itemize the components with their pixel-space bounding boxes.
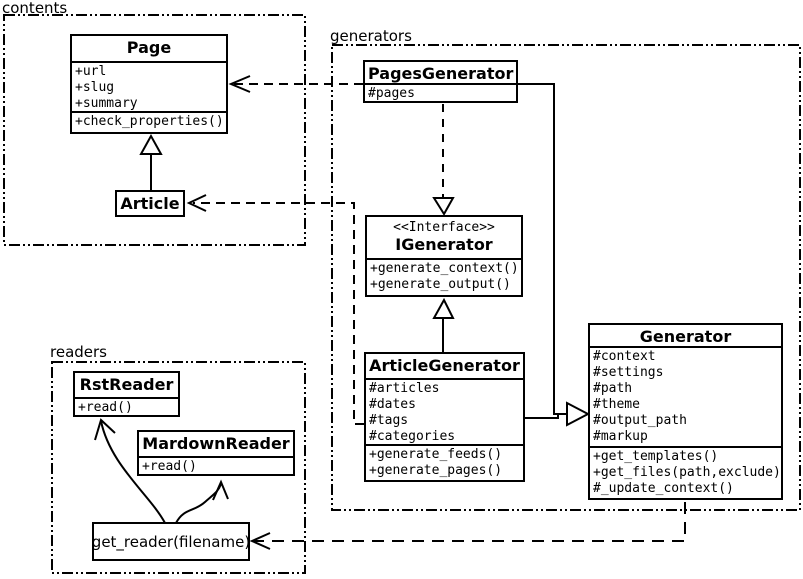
attribute-summary: +summary: [75, 96, 138, 111]
attribute-dates: #dates: [369, 397, 416, 412]
attribute-output-path: #output_path: [593, 413, 687, 428]
method-read-mardown: +read(): [142, 459, 197, 474]
attribute-articles: #articles: [369, 381, 440, 396]
method-generate-context: +generate_context(): [370, 261, 519, 276]
method-update-context: #_update_context(): [593, 481, 734, 496]
attribute-context: #context: [593, 349, 656, 364]
class-methods-generator: +get_templates() +get_files(path,exclude…: [590, 446, 781, 498]
class-title-rstreader: RstReader: [79, 375, 174, 394]
dependency-arrowhead-article: [186, 194, 207, 212]
attribute-slug: +slug: [75, 80, 115, 95]
generalization-triangle-generator-left: [566, 401, 591, 427]
class-box-articlegenerator: ArticleGenerator #articles #dates #tags …: [364, 352, 525, 482]
arrowhead-rstreader: [94, 418, 116, 441]
class-box-pagesgenerator: PagesGenerator #pages: [363, 60, 518, 103]
class-title-page: Page: [126, 38, 172, 57]
attribute-markup: #markup: [593, 429, 648, 444]
arrow-line-getreader-to-mardownreader: [175, 483, 222, 524]
class-title-articlegenerator: ArticleGenerator: [369, 356, 520, 375]
attribute-tags: #tags: [369, 413, 409, 428]
attribute-pages: #pages: [368, 86, 415, 101]
method-generate-pages: +generate_pages(): [369, 463, 503, 478]
class-attributes-pagesgenerator: #pages: [365, 83, 516, 101]
attribute-url: +url: [75, 64, 107, 79]
package-border-generators: [331, 44, 801, 511]
package-border-contents: [3, 14, 306, 246]
method-get-templates: +get_templates(): [593, 449, 719, 464]
class-attributes-articlegenerator: #articles #dates #tags #categories: [366, 378, 523, 444]
generalization-triangle-article-to-page: [139, 133, 163, 155]
attribute-settings: #settings: [593, 365, 664, 380]
class-title-igenerator: <<Interface>> IGenerator: [367, 217, 521, 258]
class-methods-page: +check_properties(): [72, 111, 226, 132]
attribute-theme: #theme: [593, 397, 640, 412]
dependency-arrowhead-page: [228, 75, 251, 93]
class-methods-mardownreader: +read(): [139, 456, 293, 474]
method-check-properties: +check_properties(): [75, 114, 224, 129]
class-stereotype-igenerator: <<Interface>>: [393, 220, 495, 235]
arrow-line-getreader-to-rstreader: [100, 420, 166, 524]
attribute-categories: #categories: [369, 429, 456, 444]
generalization-triangle-igenerator-bottom: [432, 297, 455, 319]
class-methods-igenerator: +generate_context() +generate_output(): [367, 258, 521, 295]
realization-triangle-igenerator-top: [432, 197, 455, 216]
method-get-files: +get_files(path,exclude): [593, 465, 781, 480]
method-generate-feeds: +generate_feeds(): [369, 447, 503, 462]
function-node-get-reader: get_reader(filename): [92, 522, 250, 561]
class-box-igenerator: <<Interface>> IGenerator +generate_conte…: [365, 215, 523, 297]
generalization-line-articlegenerator-to-generator: [523, 414, 559, 419]
attribute-path: #path: [593, 381, 633, 396]
class-attributes-generator: #context #settings #path #theme #output_…: [590, 346, 781, 446]
class-box-article: Article: [115, 190, 185, 217]
class-title-article: Article: [120, 194, 180, 213]
package-label-contents: contents: [2, 0, 68, 17]
class-methods-articlegenerator: +generate_feeds() +generate_pages(): [366, 444, 523, 480]
generalization-line-pagesgenerator-to-generator: [518, 83, 566, 415]
method-generate-output: +generate_output(): [370, 277, 511, 292]
package-label-readers: readers: [50, 343, 107, 361]
arrowhead-mardownreader: [212, 479, 229, 501]
class-box-generator: Generator #context #settings #path #them…: [588, 323, 783, 500]
class-attributes-page: +url +slug +summary: [72, 61, 226, 111]
class-box-page: Page +url +slug +summary +check_properti…: [70, 34, 228, 134]
method-read-rst: +read(): [78, 400, 133, 415]
class-title-pagesgenerator: PagesGenerator: [368, 64, 514, 83]
class-methods-rstreader: +read(): [75, 397, 178, 415]
class-title-generator: Generator: [639, 327, 732, 346]
class-name-igenerator: IGenerator: [395, 235, 493, 254]
package-label-generators: generators: [330, 27, 412, 45]
class-box-mardownreader: MardownReader +read(): [137, 430, 295, 476]
dependency-line-articlegenerator-to-article: [193, 202, 364, 425]
class-box-rstreader: RstReader +read(): [73, 371, 180, 417]
package-border-readers: [51, 361, 306, 574]
dependency-line-generator-to-getreader: [254, 502, 686, 542]
function-label-get-reader: get_reader(filename): [91, 532, 251, 551]
class-title-mardownreader: MardownReader: [142, 434, 290, 453]
dependency-arrowhead-getreader: [249, 532, 271, 550]
